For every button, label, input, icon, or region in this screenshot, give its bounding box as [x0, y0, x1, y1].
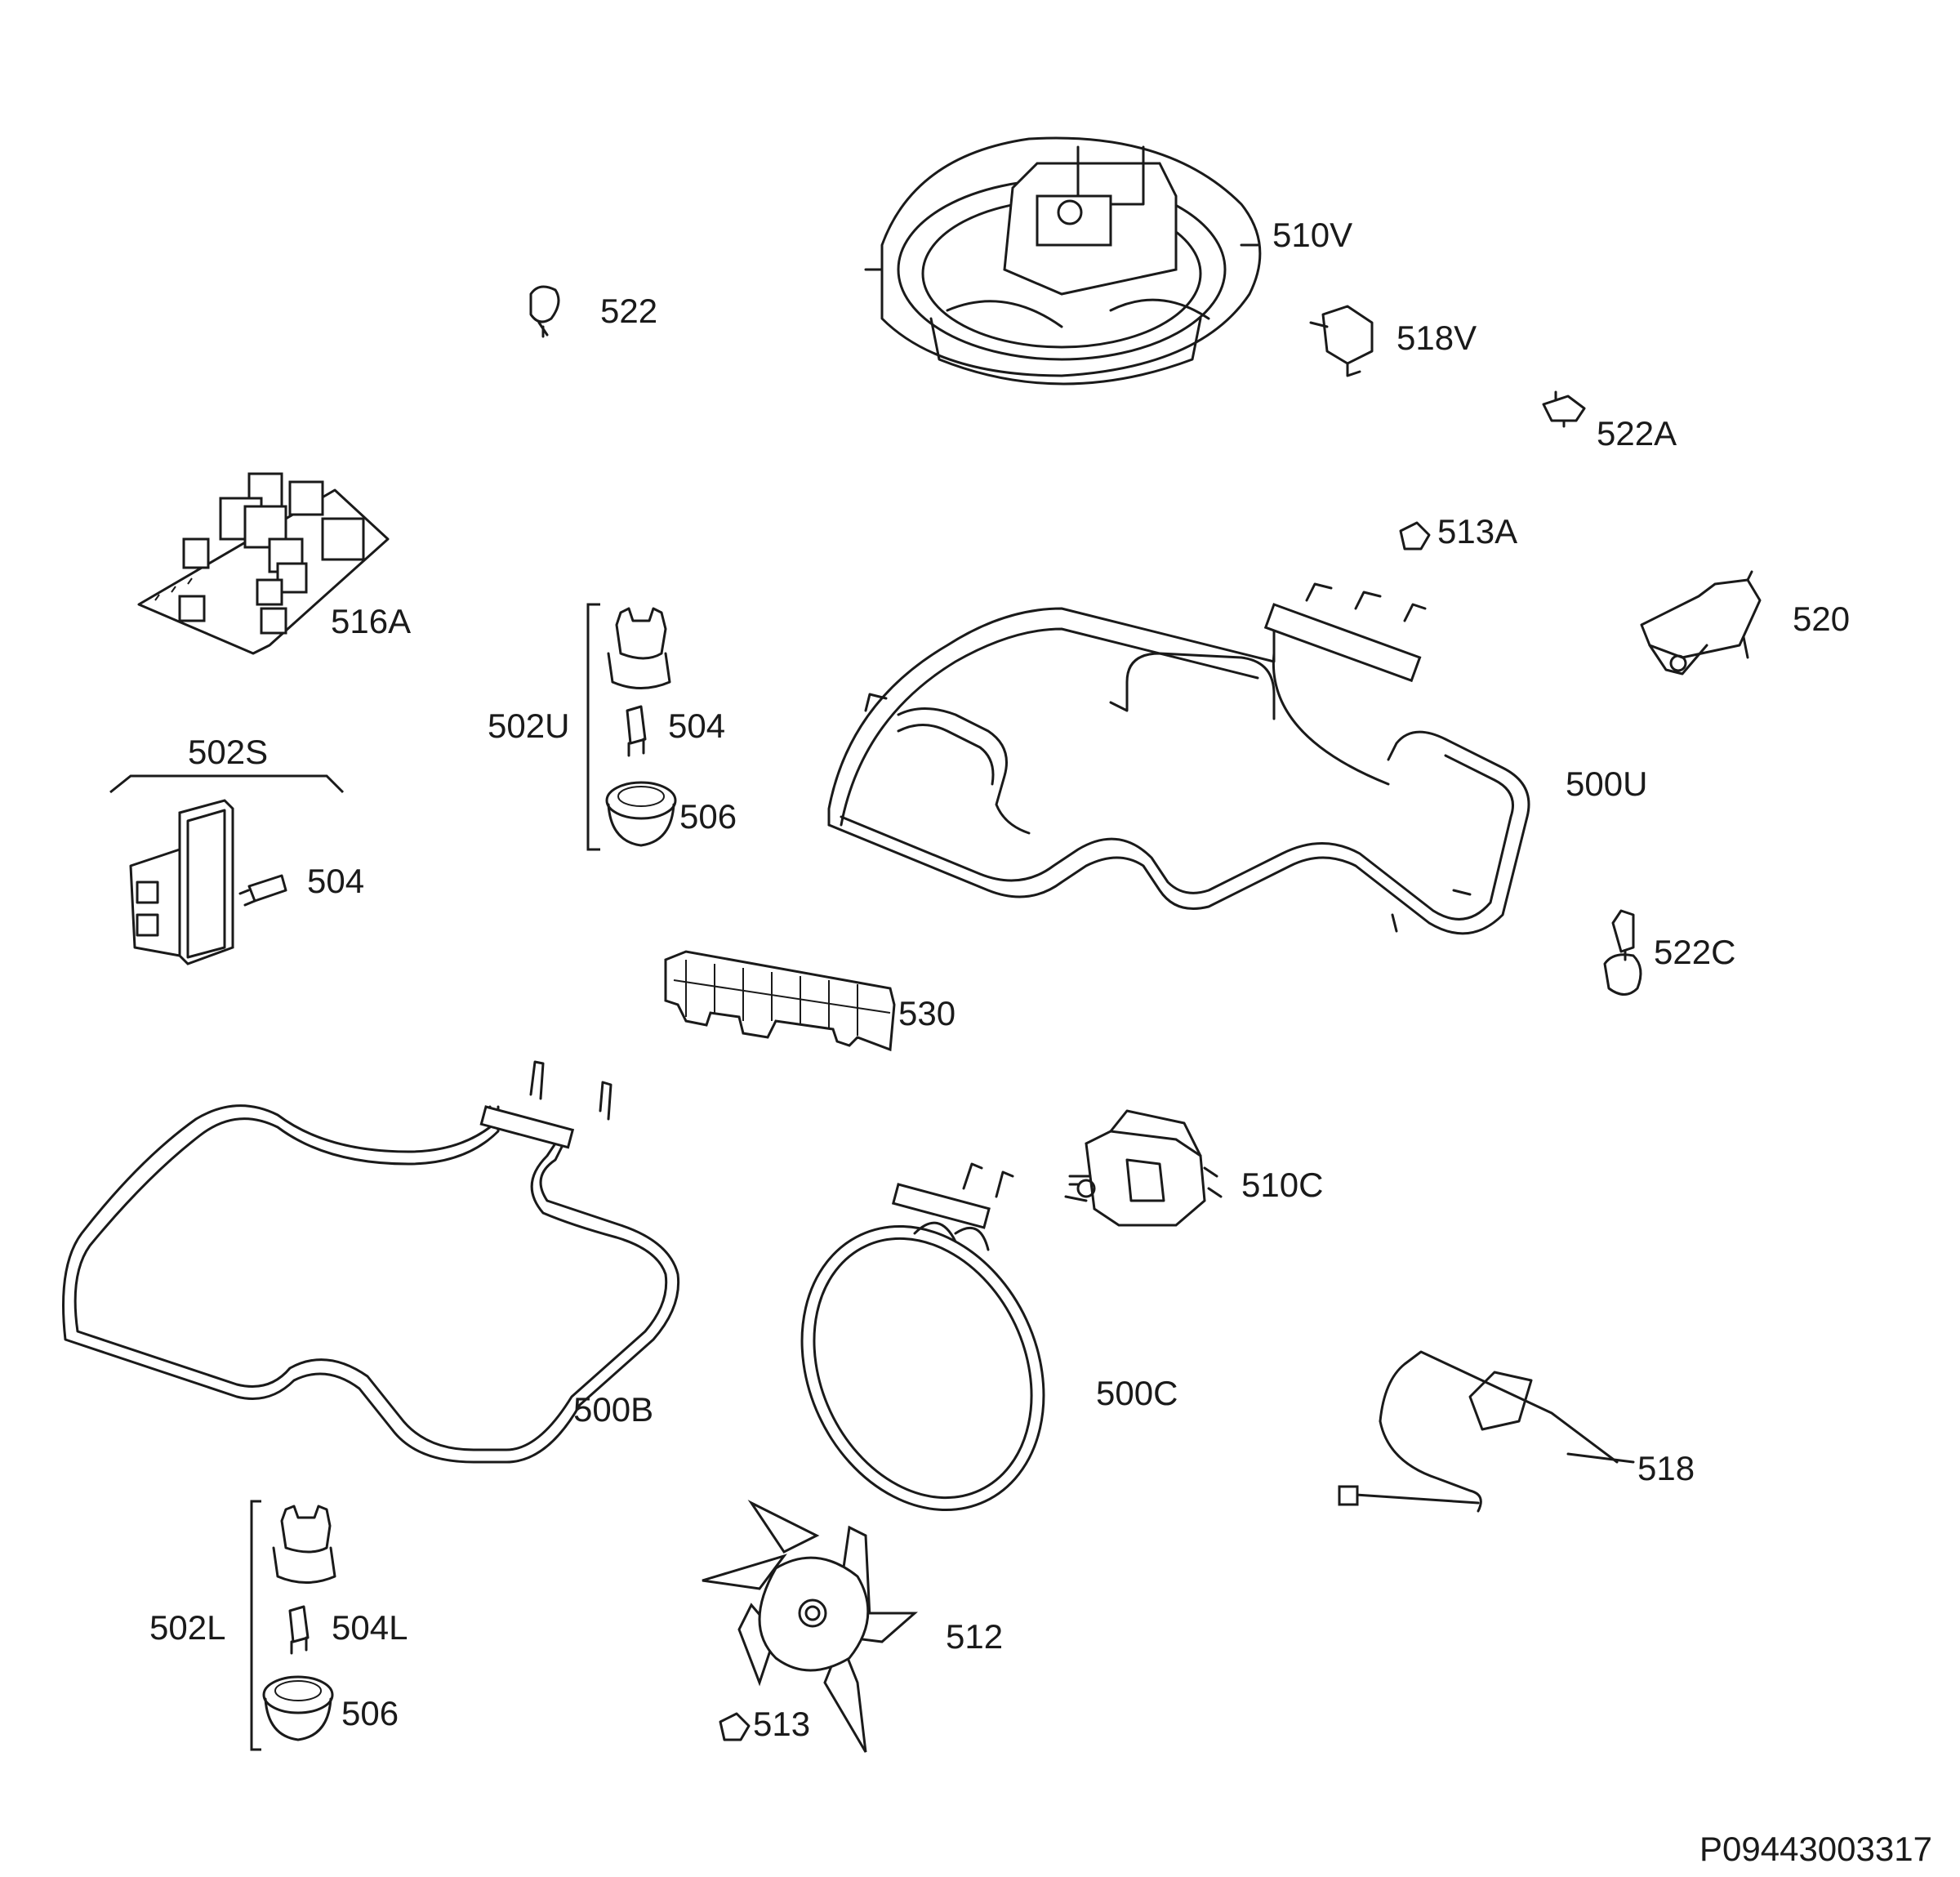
part-530-terminal-block	[664, 950, 896, 1052]
bracket-502S	[109, 774, 345, 794]
label-510V: 510V	[1272, 216, 1352, 254]
part-513A-nut	[1399, 521, 1431, 551]
bracket-502L	[250, 1500, 261, 1751]
label-502L: 502L	[149, 1608, 225, 1647]
bracket-502U	[586, 603, 600, 851]
label-504-upper: 504	[668, 707, 725, 745]
label-522: 522	[600, 292, 657, 330]
label-520: 520	[1793, 600, 1850, 638]
label-502U: 502U	[488, 707, 569, 745]
part-518V-thermostat	[1309, 305, 1374, 377]
label-516A: 516A	[331, 602, 411, 640]
label-502S: 502S	[188, 733, 268, 771]
part-522A-clip	[1542, 390, 1586, 428]
part-518-temperature-sensor	[1338, 1350, 1635, 1513]
label-510C: 510C	[1241, 1166, 1323, 1204]
part-500U-top-element	[827, 582, 1530, 935]
label-530: 530	[898, 994, 956, 1032]
label-500C: 500C	[1096, 1374, 1178, 1412]
label-504-side: 504	[307, 862, 364, 900]
label-504L: 504L	[332, 1608, 408, 1647]
part-510V-fan-assembly	[864, 136, 1262, 386]
part-500B-bottom-element	[62, 1060, 680, 1464]
part-504-lamp	[626, 705, 647, 757]
part-520-bracket	[1640, 570, 1762, 675]
label-518: 518	[1637, 1449, 1695, 1487]
part-506-lamp-cover-lower	[262, 1675, 334, 1741]
diagram-code: P09443003317	[1699, 1830, 1932, 1868]
part-500C-ring-element	[800, 1162, 1045, 1512]
label-513A: 513A	[1437, 512, 1517, 551]
label-500U: 500U	[1566, 765, 1647, 803]
part-522C-holder	[1603, 909, 1642, 996]
part-506-lamp-cover	[605, 781, 677, 847]
part-516A-control-board	[137, 472, 390, 655]
part-513-nut	[719, 1712, 751, 1741]
label-506-lower: 506	[341, 1694, 399, 1732]
label-518V: 518V	[1396, 319, 1477, 357]
part-504L-lamp	[288, 1605, 310, 1655]
part-522-clip	[529, 285, 560, 338]
label-512: 512	[946, 1617, 1003, 1656]
part-510C-motor	[1064, 1109, 1223, 1227]
label-522C: 522C	[1654, 933, 1735, 971]
part-504-side-lamp	[238, 874, 287, 907]
part-512-fan-blade	[702, 1500, 918, 1753]
part-502L-lamp-holder	[272, 1505, 336, 1584]
part-502U-lamp-holder	[607, 607, 671, 689]
part-502S-side-lamp	[129, 799, 234, 965]
label-500B: 500B	[573, 1390, 653, 1429]
label-506-upper: 506	[679, 797, 737, 836]
label-513: 513	[753, 1705, 810, 1743]
label-522A: 522A	[1597, 414, 1677, 453]
